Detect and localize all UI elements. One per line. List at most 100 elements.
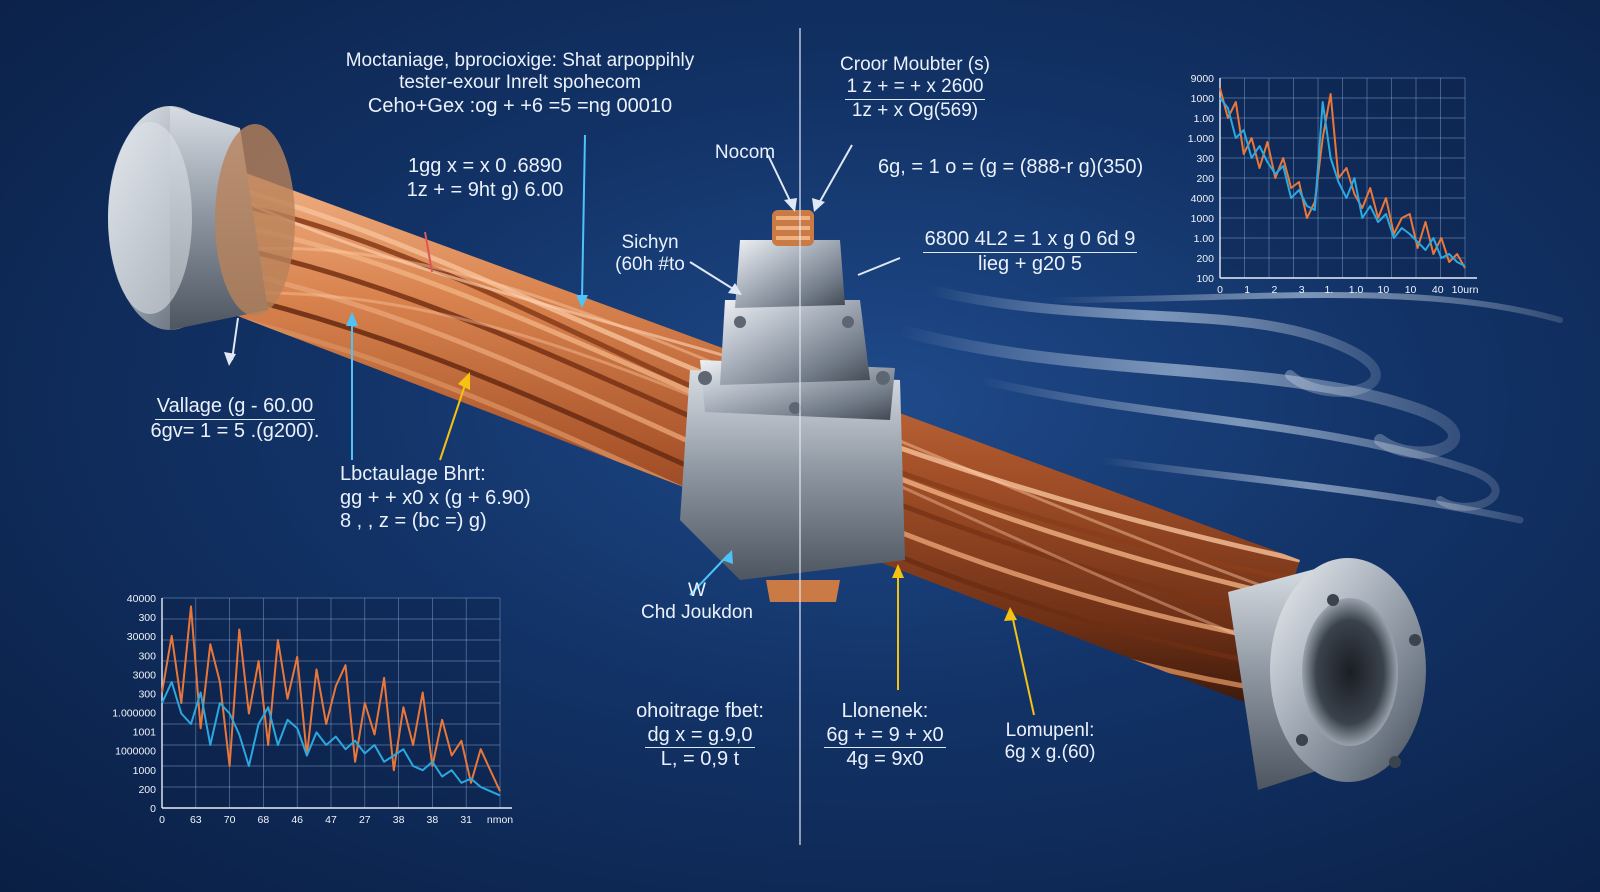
- chart1-y-tick: 1000: [1191, 93, 1215, 105]
- annotation-switch-line-1: Sichyn: [621, 232, 679, 253]
- chart-top-right: 0 1 2 3 1. 1.0 10 10 40 10urn 9000 1000 1.00 1.000 300…: [1188, 73, 1479, 296]
- annotation-lower-left-line-1: Lbctaulage Bhrt:: [340, 463, 486, 485]
- annotation-right-mid-line-2: lieg + g20 5: [978, 252, 1082, 275]
- annotation-upper-left-line-2: 1z + = 9ht g) 6.00: [406, 178, 564, 201]
- chart1-series-1: [1219, 97, 1466, 267]
- chart2-x-tick: 68: [258, 814, 270, 826]
- annotation-bottom-right: Lomupenl: 6g x g.(60): [985, 720, 1115, 765]
- annotation-joint-line-1: W: [688, 580, 706, 601]
- center-clamp: [680, 210, 905, 602]
- chart2-y-tick: 1000: [133, 765, 157, 777]
- chart2-series-1: [161, 681, 501, 797]
- chart1-x-tick: 10urn: [1452, 284, 1479, 296]
- chart1-series-0: [1219, 87, 1466, 269]
- chart2-x-tick: 46: [291, 814, 303, 826]
- chart2-y-tick: 40000: [127, 593, 156, 605]
- annotation-upper-left-line-1: 1gg x = x 0 .6890: [407, 155, 562, 177]
- chart2-y-tick: 200: [138, 784, 156, 796]
- annotation-voltage-line-1: Vallage (g - 60.00: [154, 395, 316, 420]
- chart1-x-tick: 10: [1377, 284, 1389, 296]
- annotation-bottom-center-line-3: 4g = 9x0: [846, 748, 924, 771]
- chart1-x-tick: 1.: [1325, 284, 1334, 296]
- chart2-y-tick: 300: [138, 688, 156, 700]
- annotation-top-center-line-1: Croor Moubter (s): [840, 54, 990, 75]
- chart1-y-tick: 1.00: [1194, 113, 1215, 125]
- annotation-nocom: Nocom: [700, 142, 790, 164]
- annotation-nocom-text: Nocom: [714, 142, 776, 163]
- chart2-x-tick: 27: [359, 814, 371, 826]
- wind-swirls: [894, 285, 1563, 524]
- chart2-x-tick: nmon: [487, 814, 513, 826]
- chart2-x-tick: 70: [224, 814, 236, 826]
- annotation-top-left-line-1: Moctaniage, bprocioxige: Shat arpoppihly: [345, 50, 695, 71]
- annotation-voltage: Vallage (g - 60.00 6gv= 1 = 5 .(g200).: [140, 395, 330, 443]
- chart1-x-tick: 0: [1217, 284, 1223, 296]
- annotation-bottom-left-center-line-2: dg x = g.9,0: [645, 724, 755, 749]
- chart1-x-tick: 3: [1299, 284, 1305, 296]
- chart2-y-tick: 300: [138, 650, 156, 662]
- chart2-x-tick: 63: [190, 814, 202, 826]
- chart1-x-tick: 1: [1244, 284, 1250, 296]
- chart1-y-tick: 9000: [1191, 73, 1215, 85]
- chart2-x-tick: 38: [393, 814, 405, 826]
- annotation-bottom-right-line-2: 6g x g.(60): [1004, 742, 1096, 764]
- annotation-right-mid: 6800 4L2 = 1 x g 0 6d 9 lieg + g20 5: [920, 228, 1140, 276]
- annotation-right-mid-top-text: 6g, = 1 o = (g = (888-r g)(350): [878, 156, 1144, 178]
- chart1-x-tick: 10: [1405, 284, 1417, 296]
- chart1-y-tick: 100: [1196, 273, 1214, 285]
- annotation-bottom-left-center: ohoitrage fbet: dg x = g.9,0 L, = 0,9 t: [620, 700, 780, 772]
- annotation-right-mid-top: 6g, = 1 o = (g = (888-r g)(350): [878, 156, 1144, 180]
- chart1-y-tick: 300: [1196, 153, 1214, 165]
- annotation-switch: Sichyn (60h #to: [600, 232, 700, 277]
- annotation-top-center-line-2: 1 z + = + x 2600: [844, 76, 986, 100]
- chart2-y-tick: 30000: [127, 631, 156, 643]
- chart1-y-tick: 200: [1196, 253, 1214, 265]
- annotation-bottom-center-line-2: 6g + = 9 + x0: [824, 724, 946, 749]
- annotation-right-mid-line-1: 6800 4L2 = 1 x g 0 6d 9: [922, 228, 1138, 253]
- annotation-switch-line-2: (60h #to: [615, 254, 685, 276]
- right-end-cap: [1228, 558, 1426, 790]
- leader-lines: [231, 28, 1035, 845]
- annotation-top-center-line-3: 1z + x Og(569): [851, 99, 979, 121]
- annotation-bottom-center: Llonenek: 6g + = 9 + x0 4g = 9x0: [810, 700, 960, 772]
- chart1-x-tick: 1.0: [1349, 284, 1364, 296]
- chart2-y-tick: 3000: [133, 669, 157, 681]
- annotation-bottom-left-center-line-3: L, = 0,9 t: [660, 748, 740, 771]
- chart1-y-tick: 1.000: [1188, 133, 1214, 145]
- arrow-heads: [224, 198, 1017, 621]
- chart2-y-tick: 0: [150, 803, 156, 815]
- annotation-bottom-left-center-line-1: ohoitrage fbet:: [636, 700, 764, 722]
- chart1-x-tick: 40: [1432, 284, 1444, 296]
- chart2-y-tick: 1000000: [115, 746, 156, 758]
- annotation-bottom-right-line-1: Lomupenl:: [1005, 720, 1095, 741]
- chart2-x-tick: 31: [460, 814, 472, 826]
- chart1-y-tick: 1.00: [1194, 233, 1215, 245]
- chart2-x-tick: 47: [325, 814, 337, 826]
- annotation-bottom-center-line-1: Llonenek:: [841, 700, 929, 722]
- annotation-lower-left-line-3: 8 , , z = (bc =) g): [340, 510, 487, 533]
- chart1-x-tick: 2: [1272, 284, 1278, 296]
- chart1-y-tick: 200: [1196, 173, 1214, 185]
- annotation-top-left-line-2: tester-exour Inrelt spohecom: [399, 72, 641, 94]
- annotation-joint: W Chd Joukdon: [632, 580, 762, 625]
- annotation-top-left-line-3: Ceho+Gex :og + +6 =5 =ng 00010: [367, 94, 673, 117]
- chart2-series-0: [161, 605, 501, 792]
- annotation-lower-left-line-2: gg + + x0 x (g + 6.90): [340, 486, 531, 509]
- annotation-top-center: Croor Moubter (s) 1 z + = + x 2600 1z + …: [820, 54, 1010, 122]
- chart1-y-tick: 4000: [1191, 193, 1215, 205]
- left-end-cap: [108, 106, 295, 330]
- chart2-x-tick: 38: [427, 814, 439, 826]
- chart2-x-tick: 0: [159, 814, 165, 826]
- annotation-joint-line-2: Chd Joukdon: [641, 602, 753, 624]
- chart2-y-tick: 1.000000: [112, 708, 156, 720]
- chart1-y-tick: 1000: [1191, 213, 1215, 225]
- annotation-upper-left: 1gg x = x 0 .6890 1z + = 9ht g) 6.00: [385, 155, 585, 202]
- annotation-voltage-line-2: 6gv= 1 = 5 .(g200).: [150, 419, 320, 442]
- annotation-top-left: Moctaniage, bprocioxige: Shat arpoppihly…: [330, 50, 710, 118]
- chart2-y-tick: 1001: [133, 727, 157, 739]
- annotation-lower-left: Lbctaulage Bhrt: gg + + x0 x (g + 6.90) …: [340, 463, 570, 534]
- chart2-y-tick: 300: [138, 612, 156, 624]
